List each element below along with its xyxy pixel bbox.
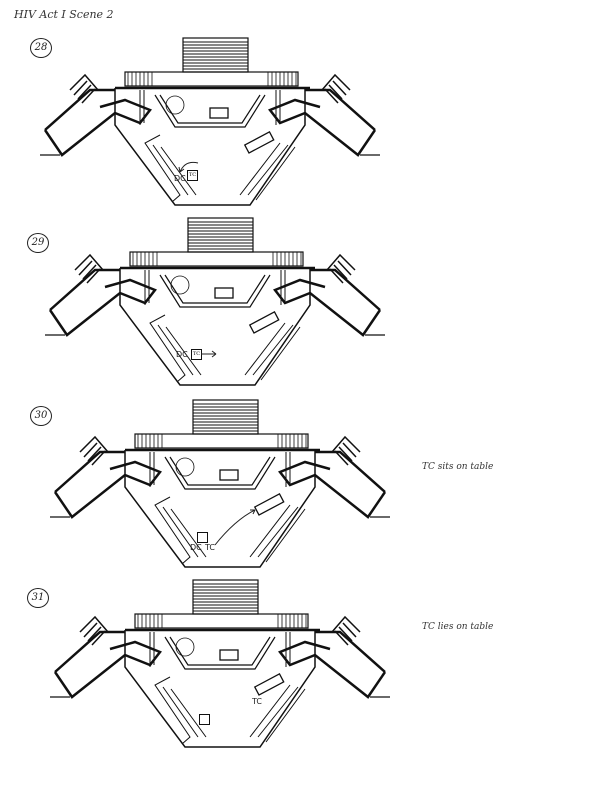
stage-plan xyxy=(45,215,385,395)
marker-dc: DC xyxy=(174,174,186,183)
marker-tc: TC xyxy=(252,697,263,706)
blocking-note: TC lies on table xyxy=(422,622,494,632)
panel-number: 29 xyxy=(27,233,49,253)
table-box xyxy=(197,532,208,543)
marker-dc: DC xyxy=(190,543,202,552)
page-header: HIV Act I Scene 2 xyxy=(14,8,114,21)
marker-tc: TC xyxy=(187,170,198,181)
marker-dc: DC xyxy=(176,350,188,359)
stage-plan xyxy=(50,577,390,757)
blocking-note: TC sits on table xyxy=(422,462,494,472)
table-box xyxy=(199,714,210,725)
marker-tc: TC xyxy=(191,349,202,360)
panel-number: 30 xyxy=(30,406,52,426)
panel-number: 31 xyxy=(27,588,49,608)
panel-number: 28 xyxy=(30,38,52,58)
marker-tc: TC xyxy=(205,543,216,552)
stage-plan xyxy=(40,35,380,215)
stage-plan xyxy=(50,397,390,577)
